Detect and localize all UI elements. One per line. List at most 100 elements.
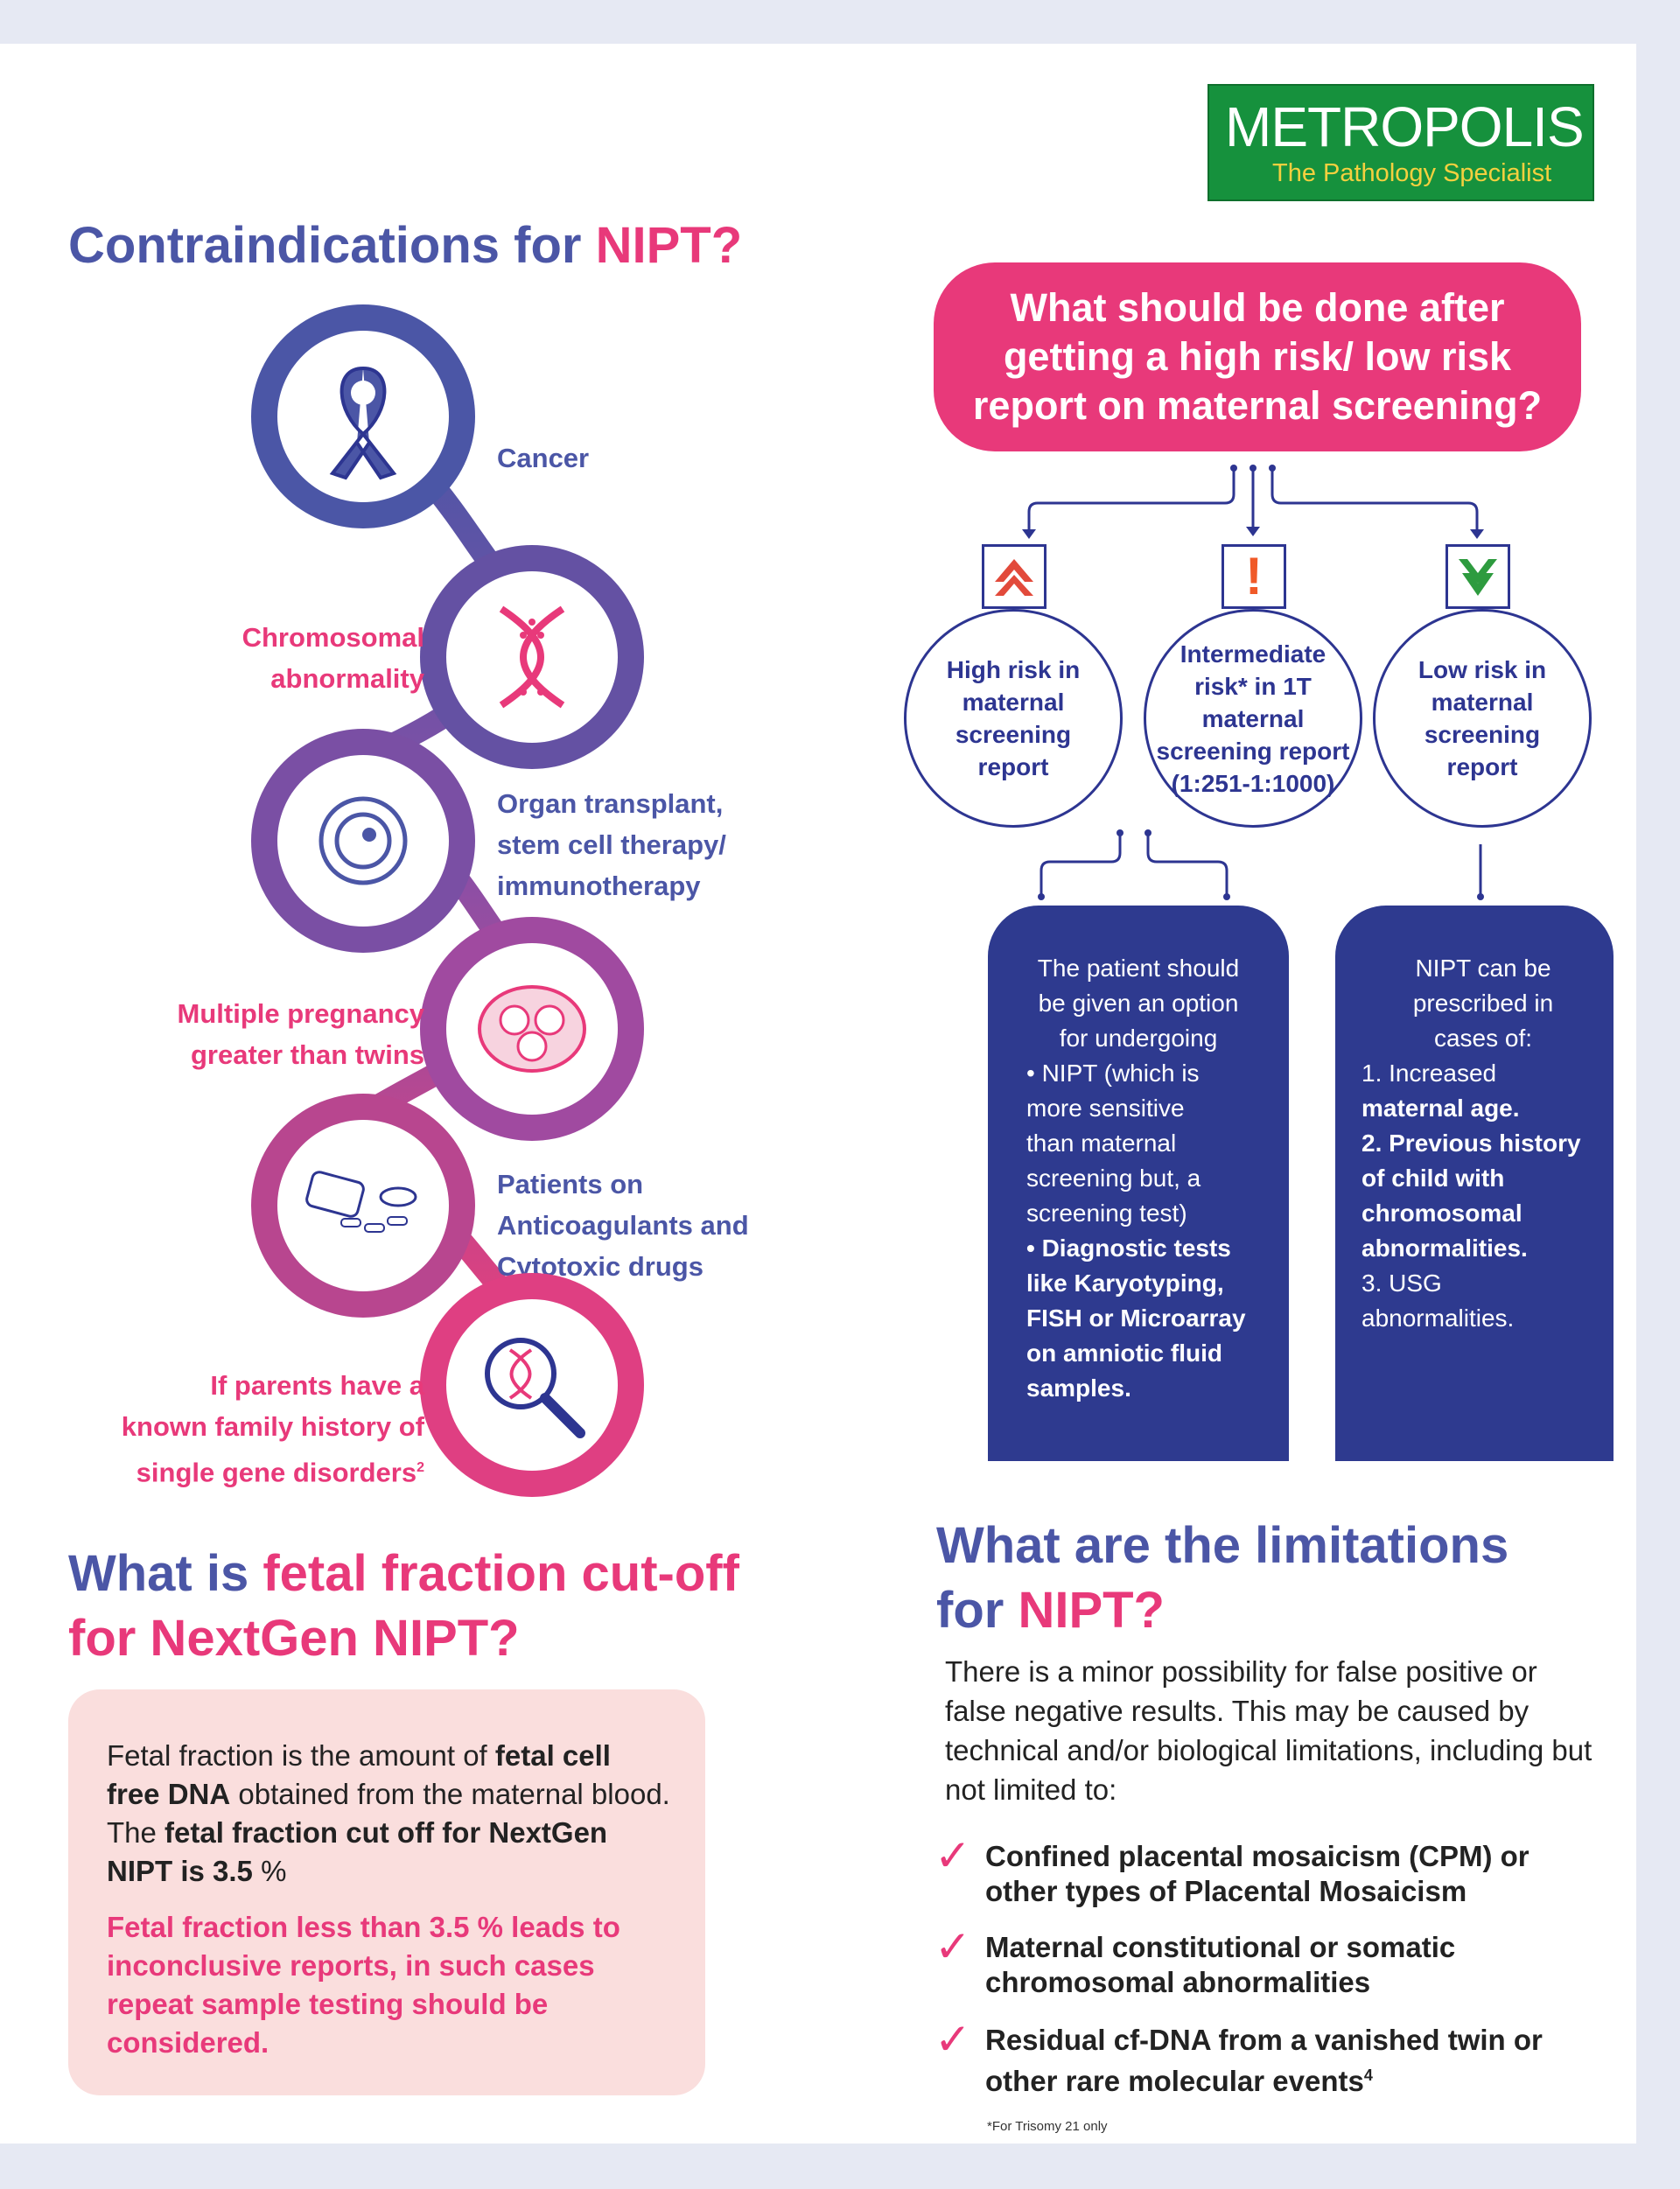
fetal-note: Fetal fraction less than 3.5 % leads to …	[107, 1911, 620, 2059]
low-risk-icon	[1446, 544, 1510, 609]
fetal-text-bold: fetal cell free DNA	[107, 1739, 611, 1810]
contra-label-4: Multiple pregnancy greater than twins	[153, 993, 424, 1075]
box-line: screening but, a	[1026, 1164, 1201, 1192]
contra-label-5: Patients on Anticoagulants and Cytotoxic…	[497, 1164, 749, 1287]
chromosome-icon	[446, 571, 618, 743]
item-line: Confined placental mosaicism (CPM) or	[985, 1840, 1530, 1872]
high-risk-icon	[982, 544, 1046, 609]
box-line: of child with	[1362, 1164, 1505, 1192]
circle-line: report	[1446, 753, 1518, 780]
box-line: more sensitive	[1026, 1094, 1185, 1122]
label-line: Patients on	[497, 1169, 644, 1199]
label-line: Multiple pregnancy	[177, 998, 424, 1029]
item-line: Residual cf-DNA from a vanished twin or	[985, 2024, 1543, 2056]
contra-label-3: Organ transplant, stem cell therapy/ imm…	[497, 783, 726, 906]
check-icon: ✓	[934, 1831, 971, 1880]
box-line: be given an option	[1038, 990, 1239, 1017]
fetal-text-bold: fetal fraction cut off for NextGen NIPT …	[107, 1816, 608, 1887]
label-line: immunotherapy	[497, 871, 701, 901]
label-line: abnormality	[270, 663, 424, 694]
fetal-fraction-box: Fetal fraction is the amount of fetal ce…	[68, 1689, 705, 2095]
low-risk-action-box: NIPT can be prescribed in cases of: 1. I…	[1335, 906, 1614, 1461]
fetal-fraction-title: What is fetal fraction cut-off for NextG…	[68, 1542, 821, 1671]
label-line: stem cell therapy/	[497, 829, 726, 860]
item-line: other rare molecular events4	[985, 2058, 1543, 2099]
box-line: maternal age.	[1362, 1094, 1520, 1122]
cell-icon	[277, 755, 449, 927]
pill-bottle-icon	[277, 1120, 449, 1291]
contra-label-2: Chromosomal abnormality	[153, 617, 424, 699]
circle-line: report	[977, 753, 1049, 780]
logo-brand: METROPOLIS	[1225, 95, 1585, 158]
label-line: Chromosomal	[242, 622, 424, 653]
limitation-item-3: Residual cf-DNA from a vanished twin or …	[985, 2023, 1543, 2099]
label-line: Organ transplant,	[497, 788, 724, 819]
label-line: single gene disorders2	[83, 1447, 424, 1493]
title-part: NIPT?	[1018, 1582, 1165, 1639]
box-line: than maternal	[1026, 1129, 1177, 1157]
label-text: single gene disorders	[136, 1457, 417, 1488]
box-line: prescribed in	[1412, 990, 1554, 1017]
footnote: *For Trisomy 21 only	[987, 2119, 1108, 2134]
intermediate-risk-icon: !	[1222, 544, 1286, 609]
box-line: samples.	[1026, 1374, 1131, 1402]
title-part: for	[936, 1582, 1018, 1639]
circle-line: screening	[1424, 721, 1541, 748]
dna-magnifier-icon	[446, 1299, 618, 1471]
item-line: chromosomal abnormalities	[985, 1966, 1371, 1998]
item-line: other types of Placental Mosaicism	[985, 1875, 1467, 1907]
footnote-ref: 4	[1363, 2067, 1373, 2084]
risk-question-text: What should be done after getting a high…	[972, 285, 1543, 428]
box-line: • Diagnostic tests	[1026, 1234, 1231, 1262]
page: METROPOLIS The Pathology Specialist Cont…	[0, 44, 1636, 2144]
box-line: screening test)	[1026, 1199, 1187, 1227]
box-line: abnormalities.	[1362, 1304, 1515, 1332]
circle-line: Low risk in	[1418, 656, 1547, 683]
title-part: for NextGen NIPT?	[68, 1610, 520, 1667]
contra-label-6: If parents have a known family history o…	[83, 1365, 424, 1493]
risk-connectors	[1022, 465, 1484, 900]
label-line: If parents have a	[210, 1370, 424, 1401]
title-part: Contraindications for	[68, 217, 596, 274]
ribbon-icon	[277, 331, 449, 502]
circle-line: maternal	[1201, 704, 1305, 732]
box-line: FISH or Microarray	[1026, 1304, 1246, 1332]
logo: METROPOLIS The Pathology Specialist	[1208, 84, 1594, 201]
womb-icon	[446, 943, 618, 1115]
intermediate-risk-circle: Intermediate risk* in 1T maternal screen…	[1144, 609, 1362, 828]
contraindications-title: Contraindications for NIPT?	[68, 213, 742, 278]
circle-line: risk* in 1T	[1194, 672, 1312, 700]
low-risk-circle: Low risk in maternal screening report	[1373, 609, 1592, 828]
box-line: like Karyotyping,	[1026, 1269, 1224, 1297]
box-line: on amniotic fluid	[1026, 1339, 1222, 1367]
footnote-ref: 2	[416, 1460, 424, 1475]
title-part: fetal fraction cut-off	[262, 1545, 739, 1602]
label-line: greater than twins	[191, 1039, 424, 1070]
limitations-title: What are the limitations for NIPT?	[936, 1514, 1508, 1643]
box-line: The patient should	[1037, 955, 1240, 982]
limitation-item-2: Maternal constitutional or somatic chrom…	[985, 1930, 1455, 2000]
item-text: other rare molecular events	[985, 2065, 1364, 2097]
check-icon: ✓	[934, 1922, 971, 1971]
box-line: • NIPT (which is	[1026, 1060, 1200, 1087]
fetal-paragraph: Fetal fraction is the amount of fetal ce…	[107, 1737, 670, 1891]
label-line: known family history of	[121, 1411, 424, 1442]
box-line: 3. USG	[1362, 1269, 1442, 1297]
logo-tagline: The Pathology Specialist	[1272, 159, 1552, 187]
box-line: NIPT can be	[1415, 955, 1551, 982]
circle-line: (1:251-1:1000)	[1171, 769, 1335, 797]
fetal-text: Fetal fraction is the amount of	[107, 1739, 495, 1772]
label-line: Anticoagulants and	[497, 1210, 749, 1241]
circle-line: maternal	[1431, 689, 1534, 716]
fetal-text: obtained from the maternal blood. The	[107, 1778, 670, 1849]
risk-question-banner: What should be done after getting a high…	[934, 262, 1581, 451]
circle-line: High risk in	[946, 656, 1081, 683]
contra-label-1: Cancer	[497, 443, 590, 473]
title-part: What is	[68, 1545, 263, 1602]
circle-line: Intermediate	[1180, 640, 1326, 668]
box-line: cases of:	[1433, 1025, 1533, 1052]
box-line: 1. Increased	[1362, 1060, 1497, 1087]
limitation-item-1: Confined placental mosaicism (CPM) or ot…	[985, 1839, 1530, 1909]
intermediate-action-box: The patient should be given an option fo…	[988, 906, 1289, 1461]
fetal-text: %	[252, 1855, 287, 1887]
